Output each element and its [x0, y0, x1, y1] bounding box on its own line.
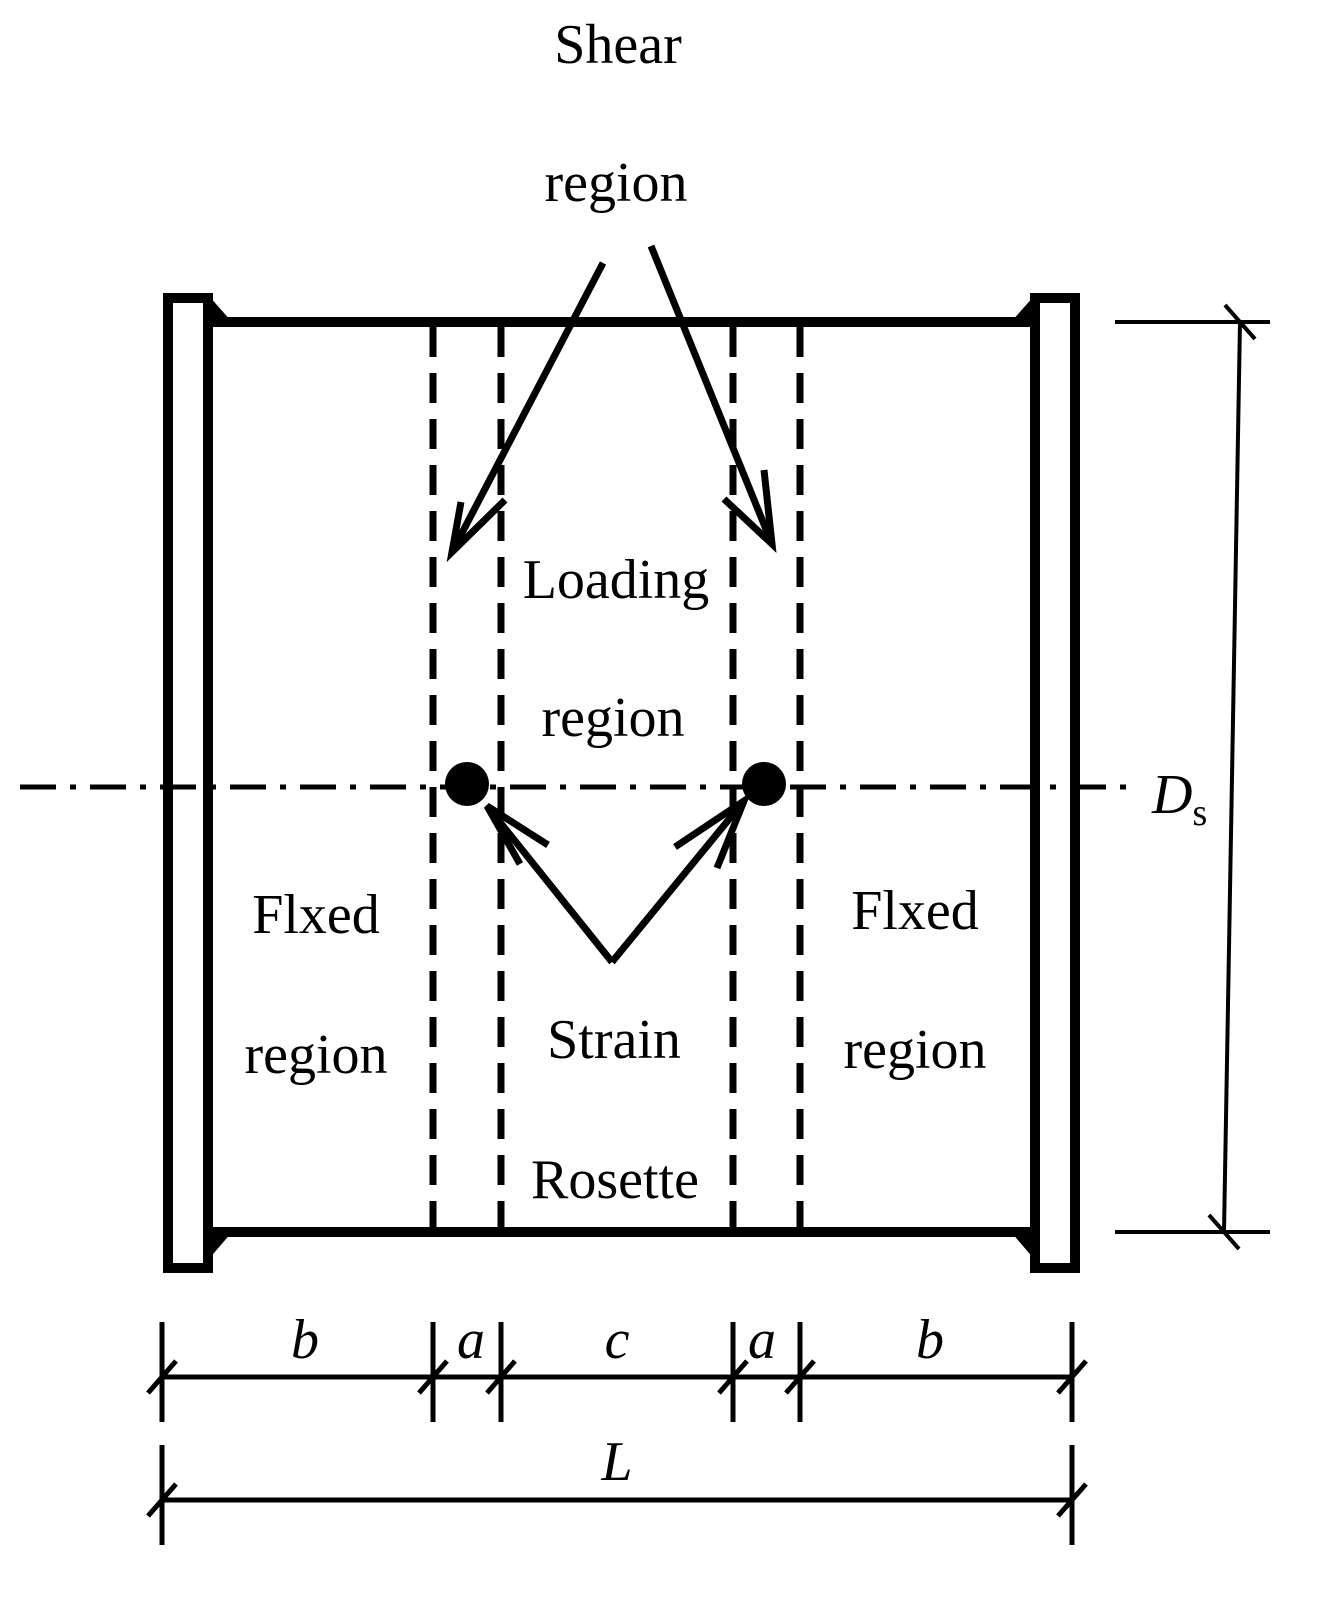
dim-label-a-right: a — [748, 1309, 776, 1371]
strain-rosette-right-dot — [742, 762, 786, 806]
loading-label-line2: region — [541, 687, 684, 749]
diameter-dimension — [1115, 303, 1270, 1251]
shear-arrow-left-shaft — [448, 261, 607, 554]
strain-arrow-right-head — [673, 791, 752, 870]
shear-arrow-right-head — [721, 469, 777, 554]
loading-label-line1: Loading — [523, 549, 710, 611]
length-dimensions — [146, 1322, 1088, 1545]
left-end-plate — [163, 293, 213, 1273]
weld-bottom-left — [208, 1232, 232, 1260]
dim-label-b-left: b — [291, 1309, 319, 1371]
diameter-label: Ds — [1151, 764, 1207, 834]
right-end-plate — [1030, 293, 1080, 1273]
strain-arrow-left-head — [483, 803, 550, 866]
diameter-tick-bottom — [1207, 1213, 1241, 1251]
region-boundaries — [429, 327, 804, 1228]
seg-tick-6 — [1056, 1359, 1088, 1395]
diameter-line — [1222, 321, 1242, 1233]
dim-label-total: L — [600, 1431, 632, 1493]
shear-label-line1: Shear — [554, 14, 682, 76]
seg-tick-5 — [784, 1359, 816, 1395]
strain-label-line1: Strain — [547, 1009, 681, 1071]
weld-top-right — [1011, 295, 1035, 322]
seg-tick-1 — [146, 1359, 178, 1395]
seg-tick-2 — [417, 1359, 449, 1395]
strain-label-line2: Rosette — [531, 1149, 699, 1211]
strain-arrow-right-shaft — [609, 798, 747, 965]
shear-arrow-right-shaft — [647, 244, 776, 546]
fixed-left-label-line2: region — [244, 1024, 387, 1086]
shear-label-line2: region — [544, 152, 687, 214]
dim-label-a-left: a — [457, 1309, 485, 1371]
weld-bottom-right — [1011, 1232, 1035, 1260]
strain-arrows — [483, 791, 752, 965]
dim-label-c: c — [605, 1309, 630, 1371]
dim-label-b-right: b — [916, 1309, 944, 1371]
fixed-right-label-line1: Flxed — [851, 880, 979, 942]
seg-tick-4 — [717, 1359, 749, 1395]
strain-arrow-left-shaft — [484, 803, 615, 965]
seg-tick-3 — [485, 1359, 517, 1395]
strain-rosette-left-dot — [445, 762, 489, 806]
shear-arrow-left-head — [446, 497, 508, 563]
shear-arrows — [446, 244, 777, 563]
weld-top-left — [208, 295, 232, 322]
fixed-right-label-line2: region — [843, 1019, 986, 1081]
fixed-left-label-line1: Flxed — [252, 884, 380, 946]
diameter-tick-top — [1223, 303, 1257, 341]
total-tick-left — [146, 1482, 178, 1518]
total-tick-right — [1056, 1482, 1088, 1518]
